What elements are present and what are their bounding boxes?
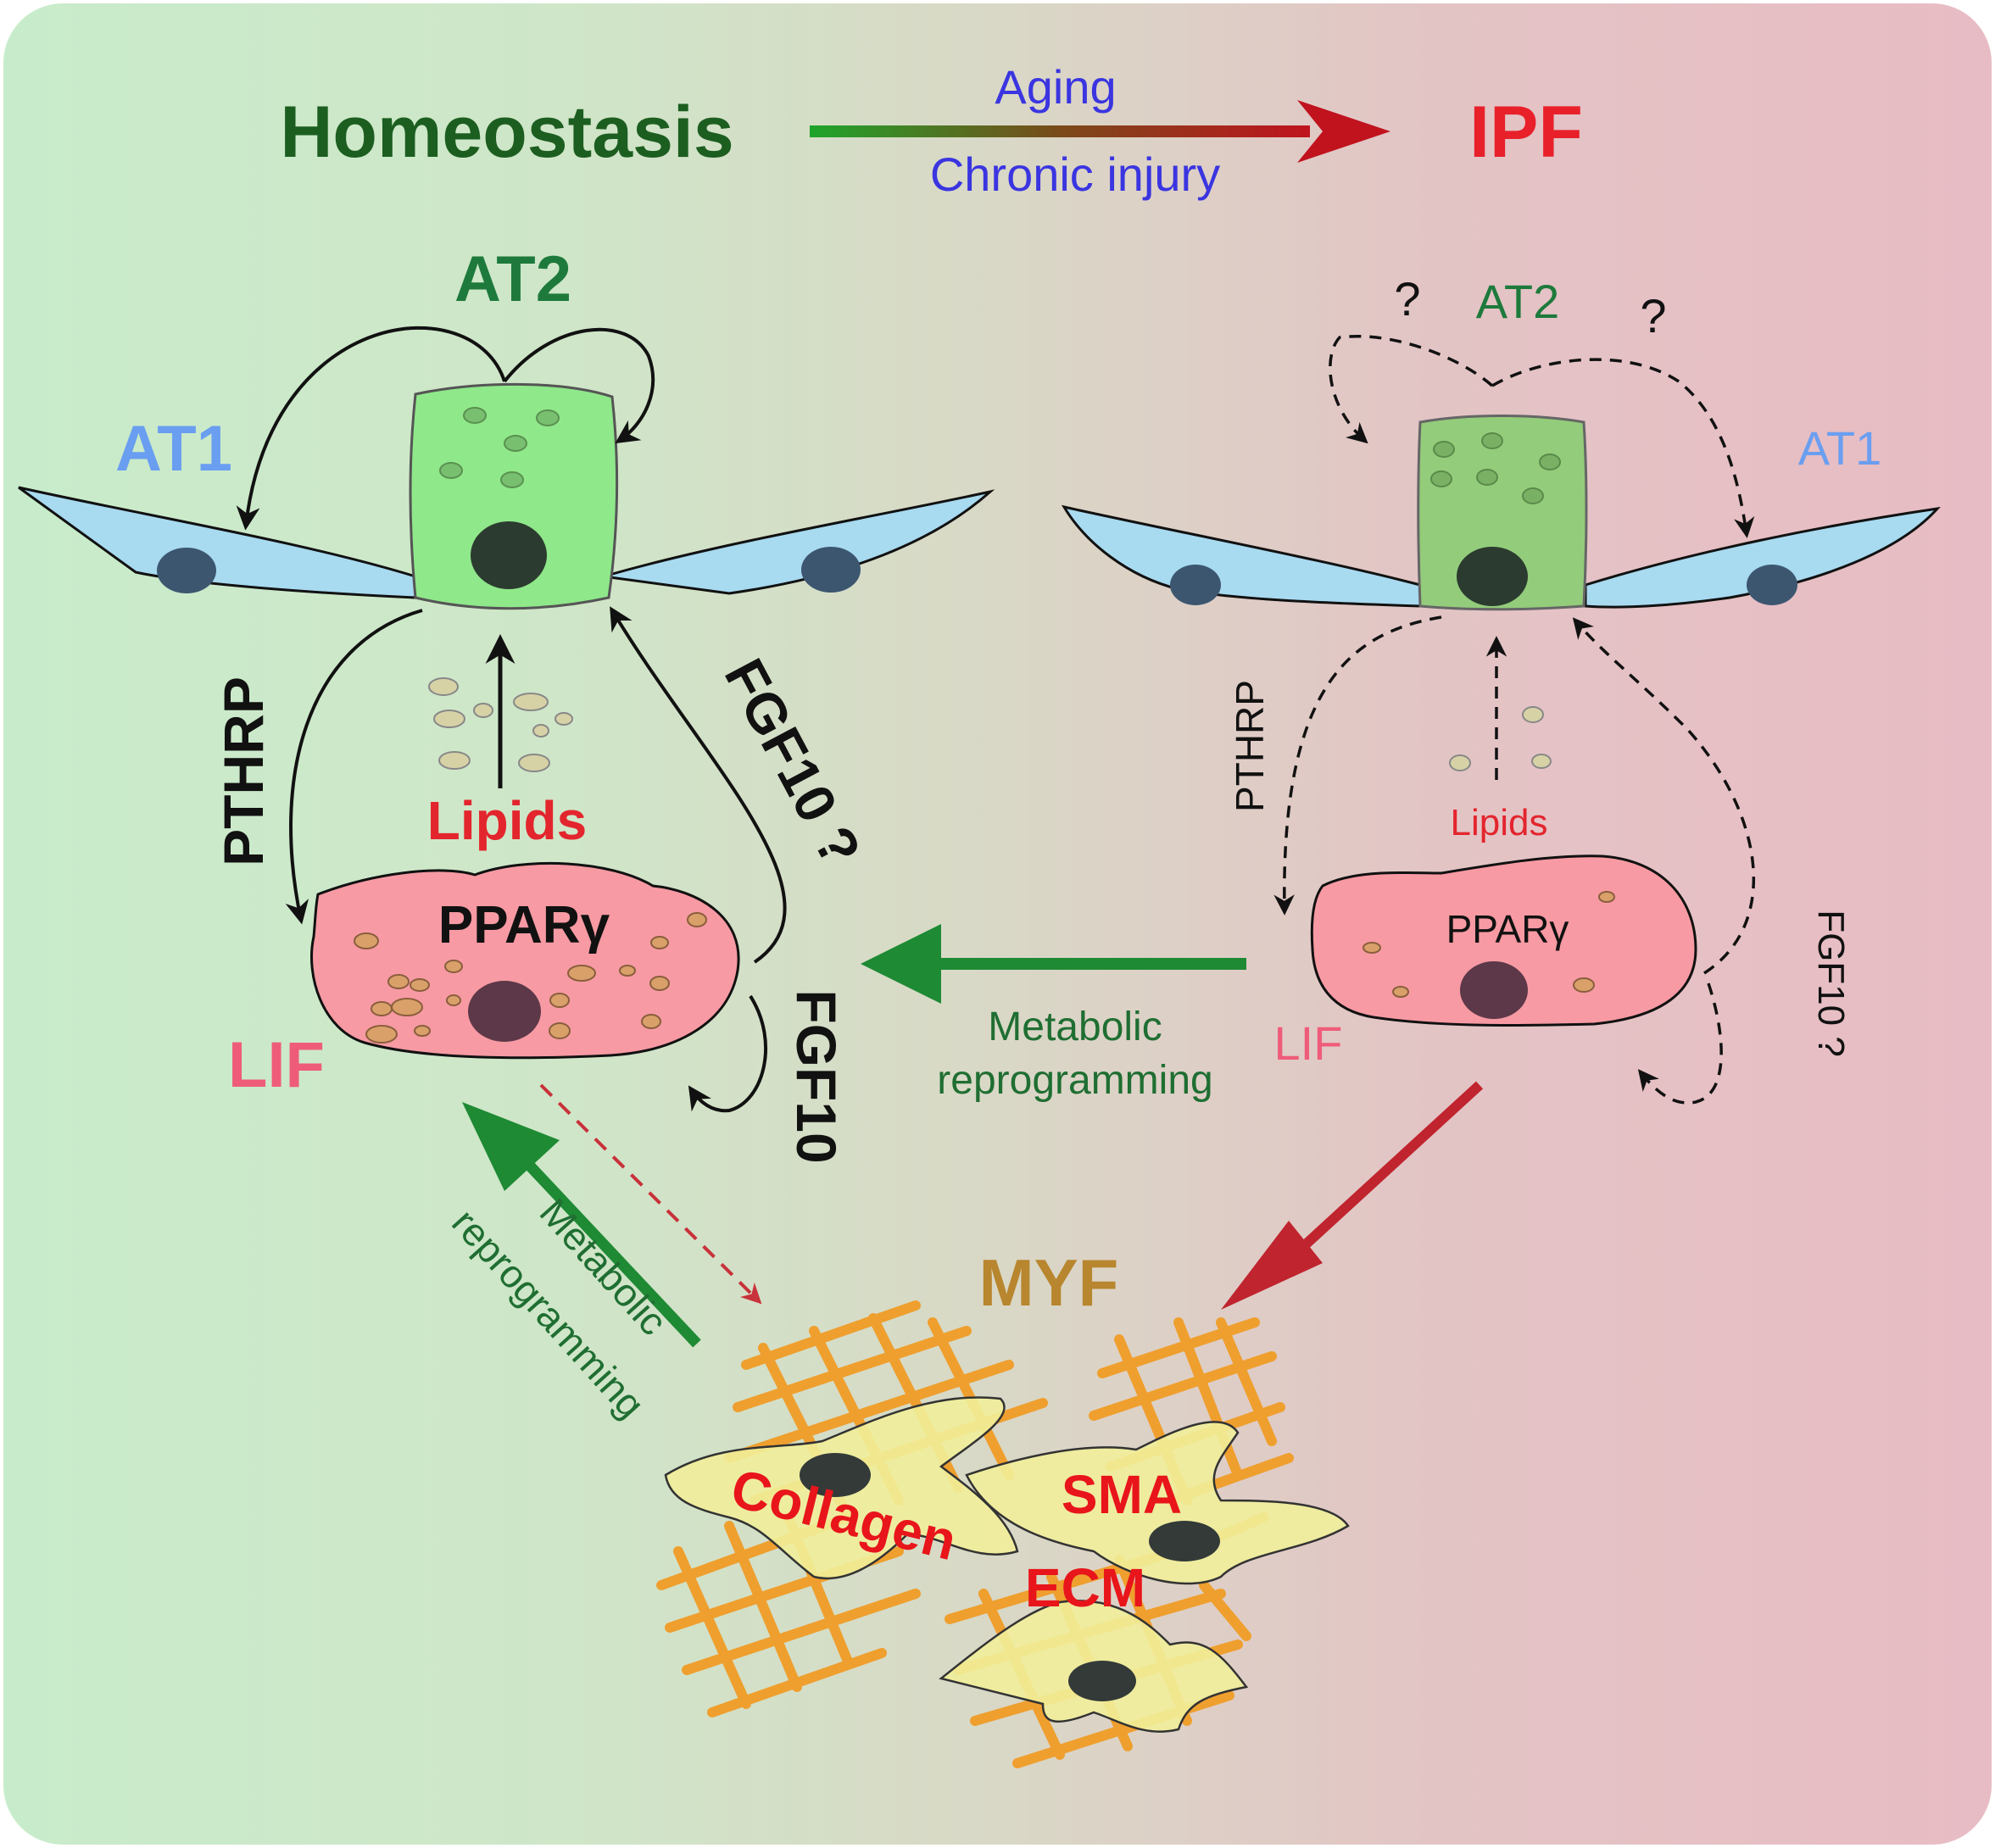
right-pthrp-label: PTHRP (1228, 680, 1272, 812)
right-at1-label: AT1 (1798, 421, 1882, 475)
right-at1-cell-right (1584, 506, 1941, 609)
myofibroblast-cell-right (965, 1421, 1350, 1585)
myofibroblast-cell-bottom (939, 1600, 1249, 1733)
at1-nucleus (1747, 565, 1797, 605)
bottom-reprogramming-arrow (462, 1102, 701, 1348)
left-ppar-label: PPARγ (438, 896, 610, 955)
sma-label: SMA (1062, 1464, 1182, 1525)
left-fgf10-question-arrow (610, 606, 787, 964)
ipf-lif-to-myf-arrow (1221, 1081, 1484, 1310)
left-at1-cell-right (603, 489, 995, 595)
right-at2-self-renewal-dashed-arrow (1329, 334, 1494, 444)
lif-nucleus (1460, 961, 1528, 1019)
center-reprogramming-arrow (861, 924, 1246, 1004)
right-lif-label: LIF (1274, 1016, 1343, 1070)
ipf-label: IPF (1469, 92, 1583, 173)
left-fgf10-autocrine-arrow (688, 994, 768, 1113)
left-at1-label: AT1 (115, 413, 232, 485)
homeostasis-label: Homeostasis (280, 92, 733, 173)
center-metabolic-label-2: reprogramming (937, 1058, 1212, 1103)
left-at2-label: AT2 (454, 243, 571, 315)
right-fgf10-question-dashed-arrow (1572, 617, 1756, 975)
right-at2-to-at1-dashed-arrow (1491, 358, 1755, 538)
right-at2-label: AT2 (1476, 275, 1560, 328)
myf-nucleus (800, 1453, 871, 1497)
at2-nucleus (471, 521, 547, 589)
center-metabolic-label-1: Metabolic (988, 1005, 1162, 1049)
right-at1-cell-left (1061, 504, 1422, 608)
myf-nucleus (1068, 1661, 1136, 1701)
chronic-injury-label: Chronic injury (930, 148, 1220, 201)
left-lif-label: LIF (228, 1029, 325, 1101)
right-fgf10-autocrine-dashed-arrow (1637, 982, 1723, 1105)
aging-label: Aging (995, 60, 1116, 114)
myf-label: MYF (979, 1245, 1119, 1320)
right-question-right: ? (1640, 289, 1666, 342)
left-pthrp-arrow (285, 609, 423, 925)
left-fgf10-label: FGF10 (785, 989, 848, 1163)
left-lipids-label: Lipids (427, 790, 587, 851)
at2-to-at1-arrow (236, 326, 506, 531)
right-pthrp-dashed-arrow (1273, 615, 1442, 916)
left-at2-cell (409, 382, 619, 610)
at1-nucleus (1170, 565, 1221, 605)
right-ppar-label: PPARγ (1446, 907, 1569, 951)
left-lif-cell (310, 861, 740, 1060)
left-lipid-droplets (428, 677, 573, 772)
at2-self-renewal-arrow (503, 327, 655, 444)
right-lipids-label: Lipids (1451, 802, 1548, 843)
ecm-label: ECM (1025, 1557, 1145, 1618)
lif-to-myf-dashed-arrow (539, 1083, 762, 1305)
myofibroblast-cell-left (664, 1396, 1019, 1580)
right-question-left: ? (1394, 272, 1420, 326)
right-lipid-droplets (1449, 706, 1552, 771)
at1-nucleus (801, 547, 861, 593)
transition-arrow (810, 100, 1390, 163)
at2-nucleus (1457, 547, 1528, 606)
right-lif-cell (1310, 854, 1697, 1027)
myf-nucleus (1149, 1521, 1220, 1561)
lif-nucleus (468, 981, 541, 1042)
at1-nucleus (157, 548, 216, 593)
right-fgf10-question-label: FGF10 ? (1810, 910, 1852, 1057)
right-at2-cell (1417, 415, 1588, 611)
left-pthrp-label: PTHRP (212, 676, 275, 866)
